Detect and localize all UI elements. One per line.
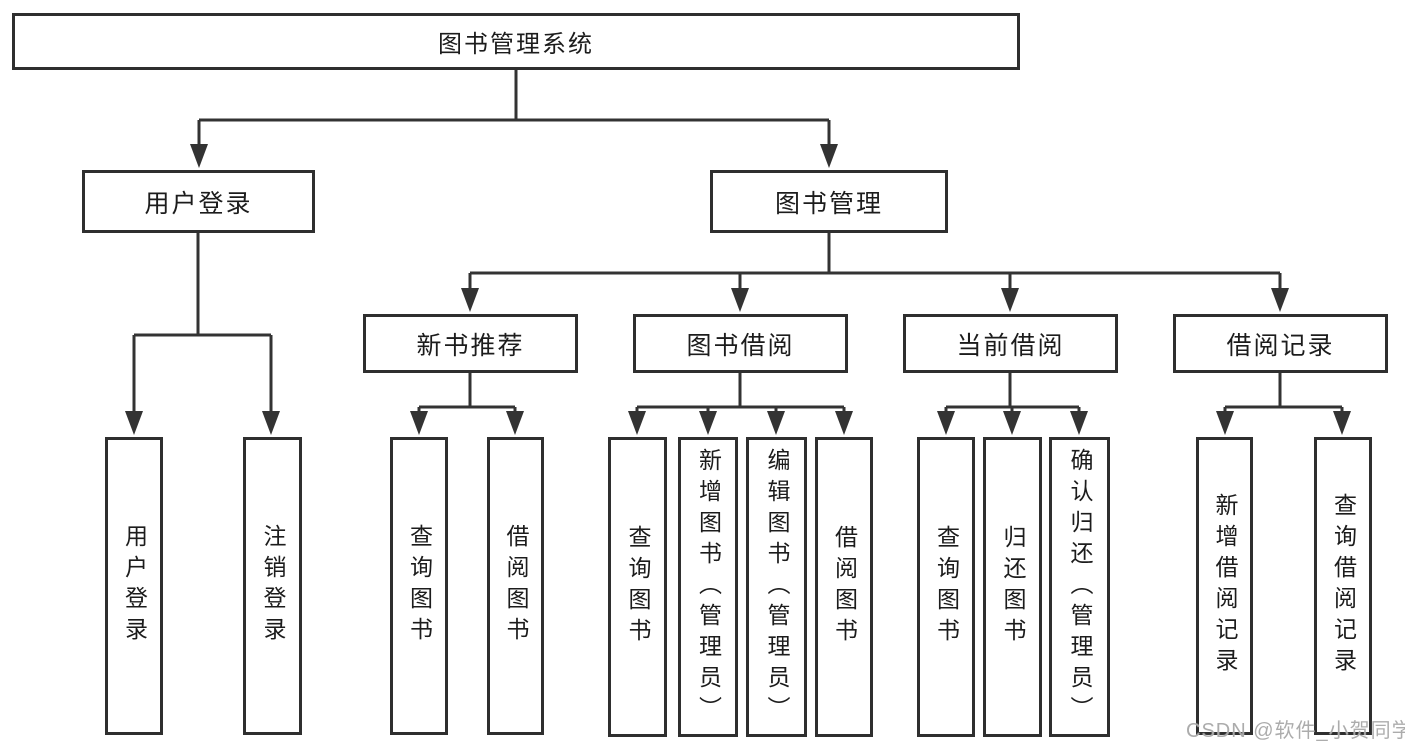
node-current-borrow: 当前借阅: [903, 314, 1118, 373]
node-root-system: 图书管理系统: [12, 13, 1020, 70]
leaf-add-book-admin: 新增图书（管理员）: [678, 437, 738, 737]
connector-records-children: [1216, 373, 1351, 435]
connector-book-management-children: [461, 233, 1289, 312]
leaf-add-borrow-record: 新增借阅记录: [1196, 437, 1253, 735]
connector-user-login-children: [125, 233, 280, 435]
leaf-confirm-return-admin: 确认归还（管理员）: [1049, 437, 1110, 737]
leaf-borrow-books-recommend: 借阅图书: [487, 437, 544, 735]
leaf-query-books-borrow: 查询图书: [608, 437, 667, 737]
leaf-confirm-return-admin-label: 确认归还（管理员）: [1067, 447, 1093, 727]
leaf-edit-book-admin: 编辑图书（管理员）: [746, 437, 807, 737]
leaf-query-books-recommend-label: 查询图书: [406, 524, 433, 648]
leaf-borrow-books-borrow-label: 借阅图书: [831, 525, 858, 649]
leaf-borrow-books-borrow: 借阅图书: [815, 437, 873, 737]
connector-current-children: [937, 373, 1088, 435]
leaf-query-borrow-record: 查询借阅记录: [1314, 437, 1372, 735]
node-user-login-branch: 用户登录: [82, 170, 315, 233]
node-borrow-records: 借阅记录: [1173, 314, 1388, 373]
leaf-query-books-current-label: 查询图书: [933, 525, 960, 649]
connector-root-to-level2: [190, 70, 838, 168]
leaf-add-borrow-record-label: 新增借阅记录: [1212, 493, 1238, 679]
node-book-borrow: 图书借阅: [633, 314, 848, 373]
csdn-watermark: CSDN @软件_小贺同学: [1186, 720, 1405, 742]
leaf-borrow-books-recommend-label: 借阅图书: [503, 524, 529, 648]
leaf-query-books-borrow-label: 查询图书: [625, 525, 651, 649]
leaf-edit-book-admin-label: 编辑图书（管理员）: [764, 447, 790, 727]
node-new-book-recommend: 新书推荐: [363, 314, 578, 373]
leaf-query-borrow-record-label: 查询借阅记录: [1330, 493, 1357, 679]
leaf-return-book-label: 归还图书: [1000, 525, 1026, 649]
leaf-logout-label: 注销登录: [260, 524, 286, 648]
connector-recommend-children: [410, 373, 524, 435]
leaf-user-login: 用户登录: [105, 437, 163, 735]
node-book-management-branch: 图书管理: [710, 170, 948, 233]
leaf-add-book-admin-label: 新增图书（管理员）: [695, 447, 722, 727]
leaf-query-books-current: 查询图书: [917, 437, 975, 737]
leaf-query-books-recommend: 查询图书: [390, 437, 448, 735]
leaf-return-book: 归还图书: [983, 437, 1042, 737]
connector-borrow-children: [628, 373, 853, 435]
leaf-logout: 注销登录: [243, 437, 302, 735]
leaf-user-login-label: 用户登录: [121, 524, 148, 648]
